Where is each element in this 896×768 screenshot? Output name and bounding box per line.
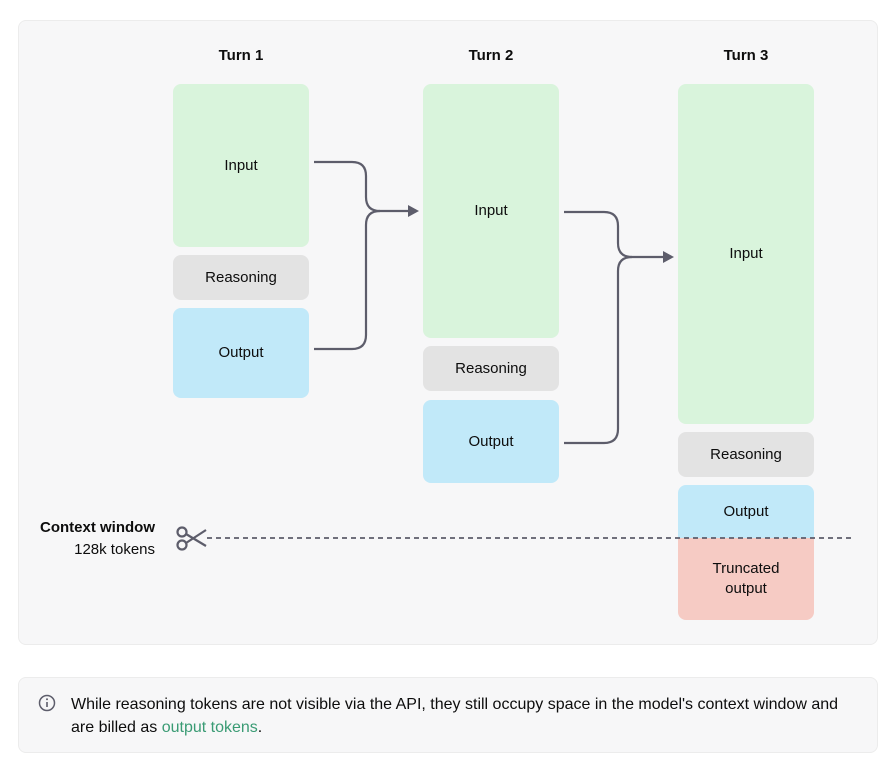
arrow-turn1-input <box>314 160 410 213</box>
note-text: While reasoning tokens are not visible v… <box>71 693 861 739</box>
turn-2-title: Turn 2 <box>468 47 514 64</box>
info-note: While reasoning tokens are not visible v… <box>18 677 878 753</box>
turn-2-input: Input <box>423 84 559 338</box>
arrowhead-turn3 <box>663 251 674 263</box>
arrow-turn1-output <box>314 209 381 351</box>
turn-3-input: Input <box>678 84 814 424</box>
turn-2-reasoning: Reasoning <box>423 346 559 391</box>
turn-3-truncated-output: Truncated output <box>678 538 814 620</box>
turn-3-title: Turn 3 <box>723 47 769 64</box>
turn-1-input: Input <box>173 84 309 247</box>
note-body: While reasoning tokens are not visible v… <box>71 696 839 736</box>
turn-2-output: Output <box>423 400 559 483</box>
output-tokens-link[interactable]: output tokens <box>161 719 258 736</box>
turn-3-output: Output <box>678 485 814 538</box>
arrow-turn2-input <box>564 210 665 259</box>
turn-3-reasoning: Reasoning <box>678 432 814 477</box>
info-icon <box>38 694 56 712</box>
turn-1-output: Output <box>173 308 309 398</box>
context-window-value: 128k tokens <box>74 541 155 558</box>
arrowhead-turn2 <box>408 205 419 217</box>
context-window-label: Context window <box>40 519 155 536</box>
arrow-turn2-output <box>564 255 633 445</box>
turn-1-reasoning: Reasoning <box>173 255 309 300</box>
note-suffix: . <box>257 719 263 736</box>
turn-1-title: Turn 1 <box>218 47 264 64</box>
scissors-icon <box>176 526 207 551</box>
